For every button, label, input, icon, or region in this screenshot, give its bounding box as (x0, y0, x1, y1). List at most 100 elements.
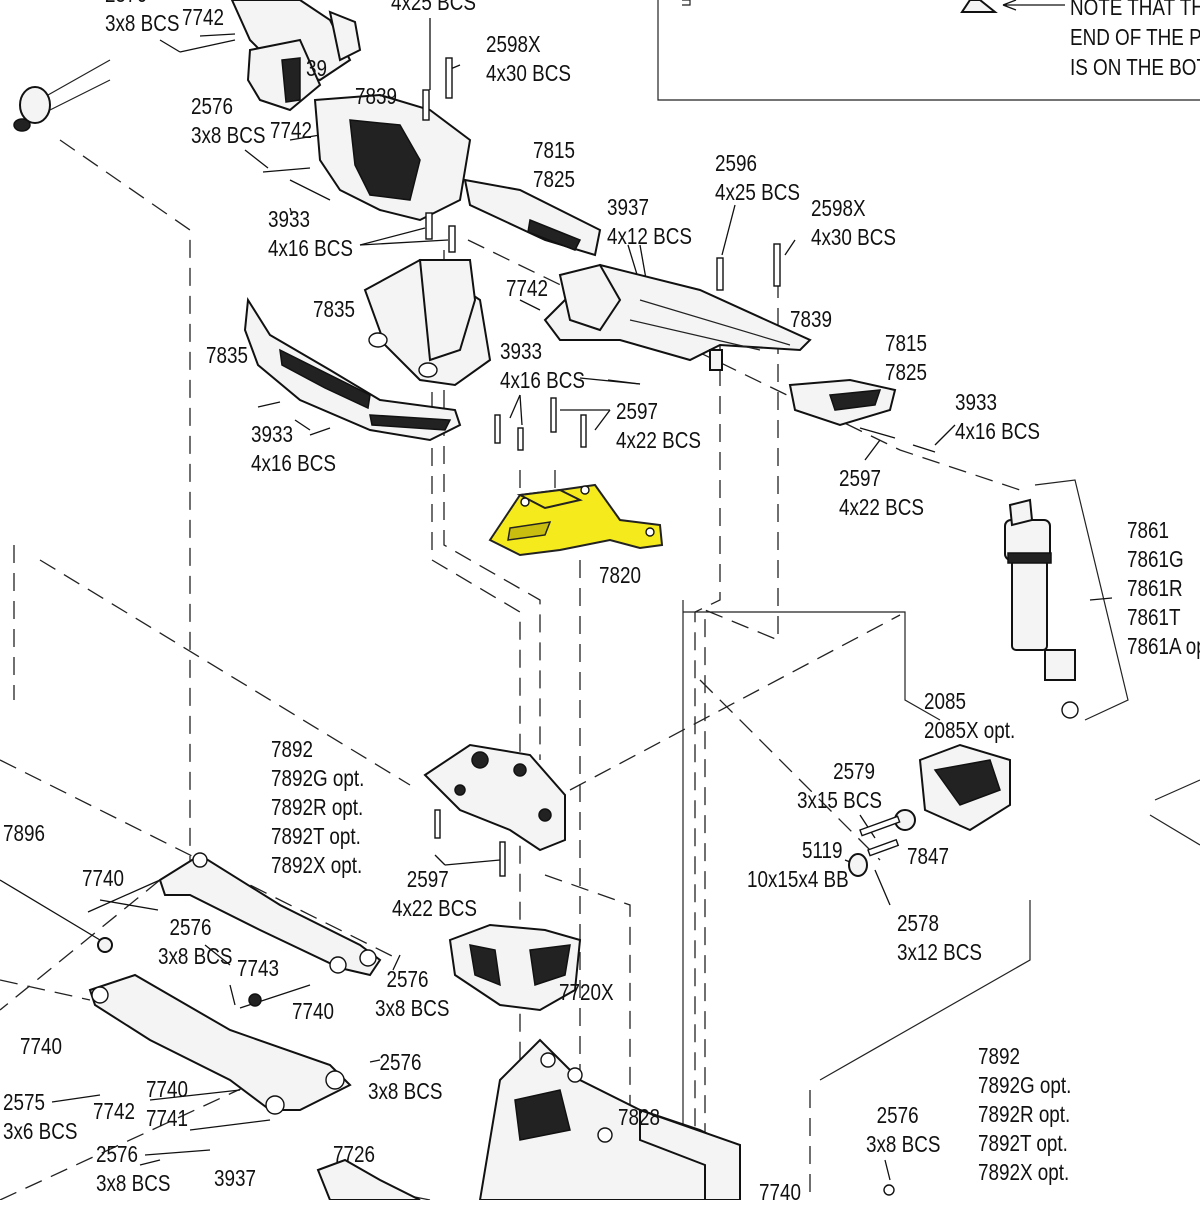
label-text: 4x16 BCS (268, 235, 353, 261)
label-text: 7892T opt. (271, 823, 361, 849)
label-text: 7839 (790, 306, 832, 332)
suspension-arm-lower (88, 973, 352, 1115)
label-3933-d: 3933 4x16 BCS (251, 420, 336, 478)
label-text: 2598X (811, 195, 866, 221)
label-text: 7742 (93, 1098, 135, 1124)
label-text: 3933 (251, 421, 293, 447)
label-2579: 2579 3x15 BCS (797, 757, 882, 815)
label-text: 2576 (169, 914, 212, 940)
label-text: 7892X opt. (271, 852, 363, 878)
label-text: 7740 (292, 998, 334, 1024)
label-text: 3x8 BCS (866, 1131, 941, 1157)
label-text: 7835 (206, 342, 248, 368)
label-7740-d: 7740 (759, 1178, 801, 1207)
label-text: 3933 (500, 338, 542, 364)
label-text: 3x8 BCS (96, 1170, 171, 1196)
label-4x25-top: 4x25 BCS (391, 0, 476, 17)
label-text: 3x8 BCS (375, 995, 450, 1021)
chassis-front-plate (543, 263, 812, 371)
label-7740-a: 7740 (82, 864, 124, 893)
label-2597-a: 2597 4x22 BCS (616, 397, 701, 455)
label-text: 2598X (486, 31, 541, 57)
label-text: 7726 (333, 1141, 375, 1167)
label-text: 7741 (146, 1105, 188, 1131)
steering-link (316, 1158, 421, 1200)
label-2576-e: 2576 3x8 BCS (368, 1048, 442, 1106)
label-7892-b: 7892 7892G opt. 7892R opt. 7892T opt. 78… (978, 1042, 1071, 1187)
label-text: 2576 (386, 966, 429, 992)
highlighted-part-7820[interactable] (488, 483, 664, 557)
label-7892-a: 7892 7892G opt. 7892R opt. 7892T opt. 78… (271, 735, 364, 880)
label-text: 4x30 BCS (811, 224, 896, 250)
label-text: 7861A opt (1127, 633, 1200, 659)
steering-servo (848, 743, 1011, 877)
callout-leaders (99, 18, 1113, 1181)
pivot-pin (0, 879, 113, 953)
note-line-3: IS ON THE BOTT (1070, 54, 1200, 80)
label-text: 2578 (897, 910, 939, 936)
label-text: 2085X opt. (924, 717, 1016, 743)
label-text: 5119 (801, 837, 843, 863)
label-text: 7835 (313, 296, 355, 322)
label-text: 7740 (759, 1179, 801, 1205)
label-text: 2597 (616, 398, 658, 424)
label-7743: 7743 (237, 954, 279, 983)
label-text: 7861T (1127, 604, 1181, 630)
label-text: 7892R opt. (978, 1101, 1071, 1127)
label-39: 39 (306, 54, 327, 83)
label-text: 7861G (1127, 546, 1184, 572)
label-text: 7815 (885, 330, 927, 356)
label-text: 7742 (270, 117, 312, 143)
label-2597-b: 2597 4x22 BCS (839, 464, 924, 522)
label-text: 4x25 BCS (715, 179, 800, 205)
label-text: 7825 (885, 359, 927, 385)
label-2576-f: 2576 3x8 BCS (866, 1101, 940, 1159)
label-text: 4x12 BCS (607, 223, 692, 249)
label-7828: 7828 (618, 1103, 660, 1132)
label-text: 7892T opt. (978, 1130, 1068, 1156)
label-2576-b: 2576 3x8 BCS (191, 92, 265, 150)
label-7742-d: 7742 (93, 1097, 135, 1126)
label-7820: 7820 (599, 561, 641, 590)
label-text: 2576 (105, 0, 179, 9)
front-bulkhead-upper (230, 0, 472, 222)
label-3933-c: 3933 4x16 BCS (955, 388, 1040, 446)
label-text: 7892 (978, 1043, 1020, 1069)
label-3933-b: 3933 4x16 BCS (500, 337, 585, 395)
label-text: 7825 (533, 166, 575, 192)
label-text: 3937 (607, 194, 649, 220)
skid-plate-lower (788, 378, 897, 427)
label-7740-7741: 7740 7741 (146, 1075, 188, 1133)
label-text: 7828 (618, 1104, 660, 1130)
label-text: 4x16 BCS (251, 450, 336, 476)
label-text: 3x6 BCS (3, 1118, 78, 1144)
label-7815-a: 7815 7825 (533, 136, 575, 194)
label-text: 7740 (20, 1033, 62, 1059)
label-text: 2576 (876, 1102, 919, 1128)
label-text: 3933 (268, 206, 310, 232)
label-text: 2597 (406, 866, 449, 892)
label-text: 2579 (833, 758, 876, 784)
label-7847: 7847 (907, 842, 949, 871)
label-2085: 2085 2085X opt. (924, 687, 1015, 745)
label-2576-d: 2576 3x8 BCS (375, 965, 449, 1023)
label-7839-b: 7839 (790, 305, 832, 334)
label-text: 7892X opt. (978, 1159, 1070, 1185)
label-7861: 7861 7861G 7861R 7861T 7861A opt (1127, 516, 1200, 661)
label-text: 3x15 BCS (797, 787, 882, 813)
label-2576-a: 2576 3x8 BCS (105, 0, 179, 38)
front-bumper (243, 296, 462, 442)
label-2576-c: 2576 3x8 BCS (158, 913, 232, 971)
label-text: 7892R opt. (271, 794, 364, 820)
label-2578: 2578 3x12 BCS (897, 909, 982, 967)
label-7726: 7726 (333, 1140, 375, 1169)
label-7896: 7896 (3, 819, 45, 848)
label-text: 3x8 BCS (105, 10, 180, 36)
label-text: 3937 (214, 1165, 256, 1191)
label-text: 2576 (191, 93, 233, 119)
label-3937-b: 3937 (214, 1164, 256, 1193)
label-text: 3x8 BCS (368, 1078, 443, 1104)
label-text: 7720X (559, 979, 614, 1005)
